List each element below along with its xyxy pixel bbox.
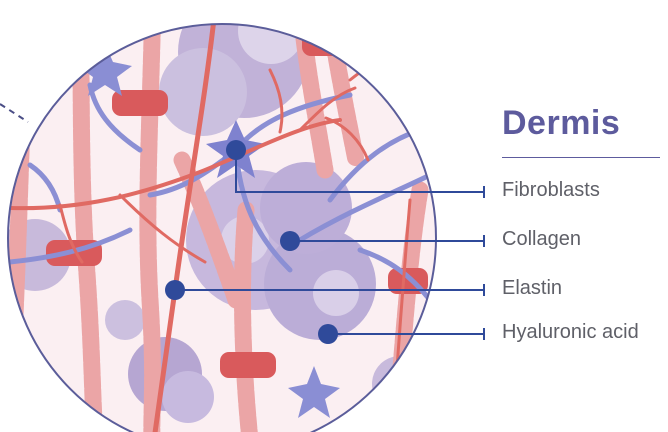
elastin-marker xyxy=(165,280,185,300)
collagen-fiber xyxy=(12,70,24,380)
hyaluronic-sphere xyxy=(372,356,428,412)
fibroblast-marker xyxy=(226,140,246,160)
hyaluronic-sphere xyxy=(105,300,145,340)
hyaluronic-sphere xyxy=(238,0,304,64)
collagen-fiber xyxy=(148,0,153,432)
dashed-pointer xyxy=(0,104,28,122)
hyaluronic-marker xyxy=(318,324,338,344)
collagen-fiber xyxy=(243,210,250,432)
label-hyaluronic-acid: Hyaluronic acid xyxy=(502,321,639,344)
label-fibroblasts: Fibroblasts xyxy=(502,179,600,202)
diagram-title: Dermis xyxy=(502,104,620,143)
collagen-band xyxy=(220,352,276,378)
hyaluronic-sphere xyxy=(162,371,214,423)
label-collagen: Collagen xyxy=(502,228,581,251)
title-underline xyxy=(502,157,660,158)
label-elastin: Elastin xyxy=(502,277,562,300)
collagen-marker xyxy=(280,231,300,251)
hyaluronic-sphere xyxy=(313,270,359,316)
